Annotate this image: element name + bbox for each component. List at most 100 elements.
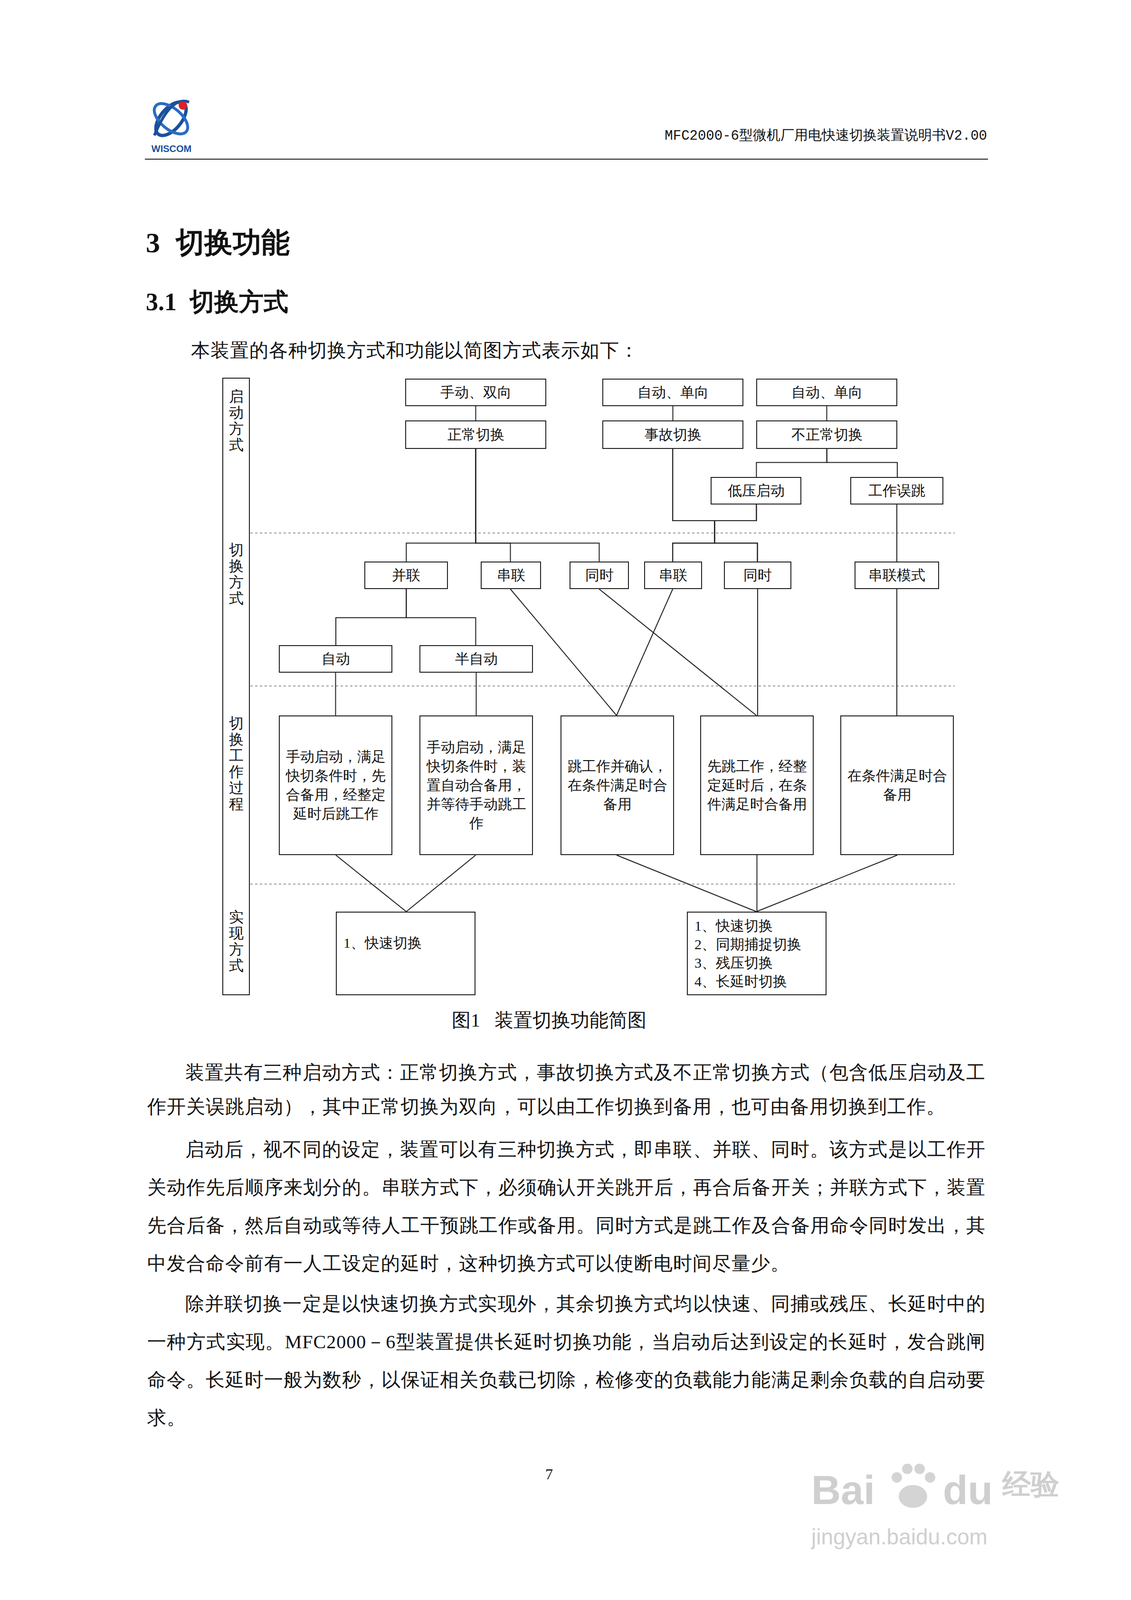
box-text: 4、长延时切换 [694, 971, 788, 991]
box-text: 自动 [321, 649, 351, 669]
connector-line [475, 448, 599, 562]
box-text: 手动、双向 [440, 382, 512, 402]
process-box: 工作误跳 [850, 476, 944, 505]
process-box: 正常切换 [405, 420, 547, 449]
process-box: 同时 [569, 561, 629, 590]
connector-line [896, 589, 898, 716]
logo-swirl [149, 97, 194, 140]
box-text: 同时 [743, 565, 772, 585]
logo-dot [178, 101, 188, 110]
process-box: 半自动 [419, 645, 533, 673]
header-rule [144, 158, 989, 160]
paw-pad [898, 1484, 928, 1508]
box-text: 半自动 [455, 649, 498, 669]
process-box: 1、快速切换2、同期捕捉切换3、残压切换4、长延时切换 [686, 911, 827, 996]
paw-toe [891, 1472, 903, 1483]
process-box: 自动、单向 [602, 378, 744, 407]
process-box: 跳工作并确认，在条件满足时合备用 [560, 715, 675, 856]
figure-caption: 图1 装置切换功能简图 [406, 1007, 692, 1033]
connector-line [406, 589, 476, 646]
box-text: 1、快速切换 [343, 933, 422, 952]
box-text: 手动启动，满足快切条件时，先合备用，经整定延时后跳工作 [284, 747, 387, 824]
connector-line [616, 589, 673, 716]
intro-text: 本装置的各种切换方式和功能以简图方式表示如下： [190, 338, 639, 363]
stage-label: 切换方式 [228, 541, 244, 607]
box-text: 并联 [391, 565, 421, 585]
box-text: 工作误跳 [868, 481, 926, 501]
process-box: 自动 [278, 645, 393, 673]
connector-line [756, 855, 898, 912]
stage-label: 切换工作过程 [228, 715, 244, 813]
process-box: 先跳工作，经整定延时后，在条件满足时合备用 [700, 715, 814, 856]
box-text: 在条件满足时合备用 [845, 766, 949, 805]
watermark-text: 经验 [1002, 1465, 1060, 1503]
process-box: 串联 [644, 561, 703, 590]
process-box: 手动启动，满足快切条件时，先合备用，经整定延时后跳工作 [278, 715, 393, 856]
connector-line [756, 448, 827, 477]
process-box: 1、快速切换 [335, 911, 476, 996]
stage-label: 实现方式 [228, 909, 244, 974]
connector-line [672, 448, 758, 562]
logo [149, 96, 194, 142]
body-paragraph: 除并联切换一定是以快速切换方式实现外，其余切换方式均以快速、同捕或残压、长延时中… [147, 1284, 986, 1437]
watermark-text: du [942, 1463, 993, 1517]
connector-line [616, 855, 757, 912]
connector-line [335, 589, 407, 646]
box-text: 事故切换 [644, 425, 702, 445]
connector-line [757, 589, 759, 716]
band-dividers [250, 532, 955, 884]
box-text: 跳工作并确认，在条件满足时合备用 [566, 756, 669, 814]
process-box: 不正常切换 [756, 420, 898, 449]
box-text: 1、快速切换 [694, 916, 773, 935]
box-text: 自动、单向 [637, 382, 709, 402]
divider-line [250, 685, 955, 687]
box-text: 串联 [496, 565, 526, 585]
process-box: 串联模式 [854, 561, 940, 590]
process-box: 串联 [480, 561, 542, 590]
connector-line [826, 406, 828, 421]
box-text: 先跳工作，经整定延时后，在条件满足时合备用 [705, 756, 808, 814]
body-paragraph: 装置共有三种启动方式：正常切换方式，事故切换方式及不正常切换方式（包含低压启动及… [147, 1055, 986, 1124]
process-box: 低压启动 [710, 476, 802, 505]
section-heading: 3 切换功能 [145, 224, 290, 262]
process-box: 事故切换 [602, 420, 744, 449]
connector-line [714, 504, 758, 562]
connector-line [896, 504, 898, 562]
divider-line [250, 883, 955, 885]
process-box: 并联 [364, 561, 448, 590]
process-box: 自动、单向 [756, 378, 898, 407]
watermark-url: jingyan.baidu.com [811, 1522, 988, 1551]
connector-line [406, 448, 476, 562]
box-text: 手动启动，满足快切条件时，装置自动合备用，并等待手动跳工作 [425, 737, 528, 833]
connector-line [826, 448, 898, 477]
divider-line [250, 532, 955, 534]
connector-line [406, 855, 476, 912]
box-text: 2、同期捕捉切换 [694, 934, 802, 954]
process-box: 在条件满足时合备用 [840, 715, 954, 856]
connector-line [672, 406, 674, 421]
box-text: 低压启动 [727, 481, 785, 501]
box-text: 不正常切换 [791, 425, 863, 445]
paw-toe [902, 1463, 913, 1474]
watermark-text: Bai [811, 1463, 875, 1517]
process-box: 手动启动，满足快切条件时，装置自动合备用，并等待手动跳工作 [419, 715, 533, 856]
paw-toe [924, 1472, 936, 1483]
header-title: MFC2000-6型微机厂用电快速切换装置说明书V2.00 [522, 127, 988, 146]
stage-band: 启动方式切换方式切换工作过程实现方式 [222, 377, 250, 996]
process-box: 手动、双向 [405, 378, 547, 407]
box-text: 3、残压切换 [694, 953, 773, 972]
connector-line [672, 448, 715, 562]
box-text: 串联 [658, 565, 688, 585]
connector-line [475, 406, 477, 421]
box-text: 自动、单向 [791, 382, 863, 402]
watermark-paw [891, 1463, 936, 1508]
box-text: 正常切换 [447, 425, 505, 445]
body-paragraph: 启动后，视不同的设定，装置可以有三种切换方式，即串联、并联、同时。该方式是以工作… [147, 1130, 986, 1283]
logo-text: WISCOM [145, 142, 198, 155]
connector-line [335, 855, 407, 912]
page-number: 7 [539, 1463, 559, 1484]
connector-line [475, 448, 511, 562]
connector-line [335, 672, 337, 716]
box-text: 同时 [585, 565, 614, 585]
